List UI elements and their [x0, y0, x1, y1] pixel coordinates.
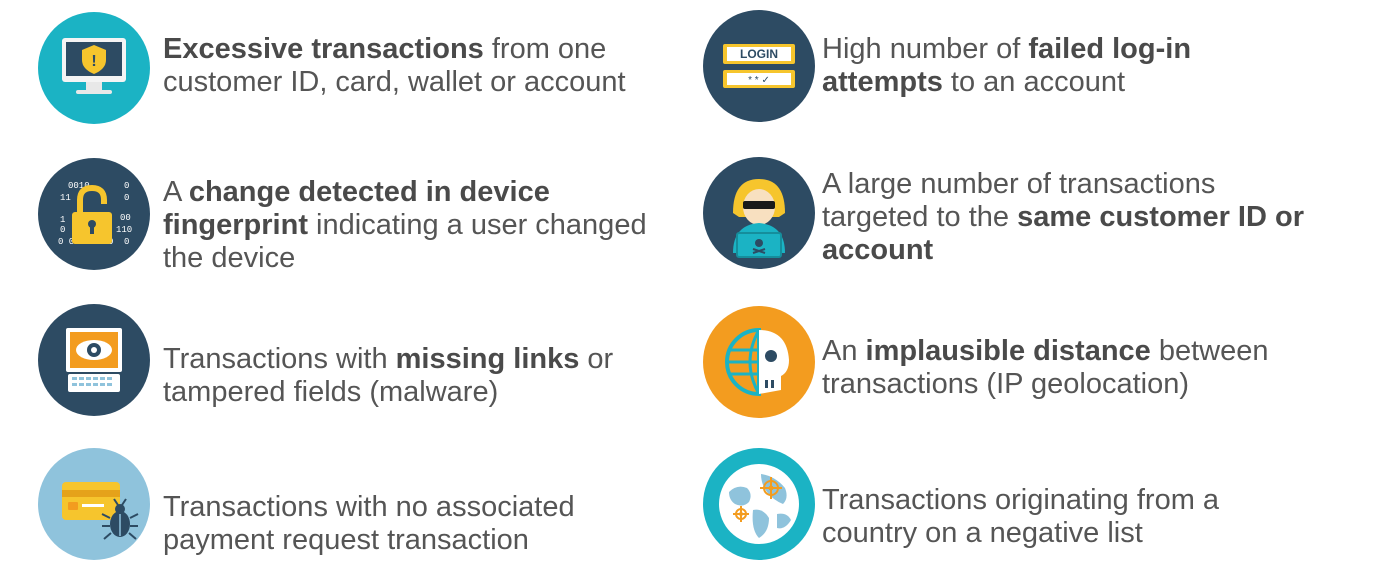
- text-line: customer ID, card, wallet or account: [163, 66, 626, 98]
- text-line: Transactions with no associated: [163, 491, 575, 523]
- text-line: attempts to an account: [822, 66, 1126, 98]
- login-form-icon: LOGIN * * ✓: [703, 10, 815, 122]
- text-line: An implausible distance between: [822, 335, 1269, 367]
- text-line: country on a negative list: [822, 517, 1143, 549]
- text-line: tampered fields (malware): [163, 376, 499, 408]
- binary-text: 0 000: [58, 237, 85, 247]
- binary-text: 00: [120, 213, 131, 223]
- binary-text: 110: [116, 225, 132, 235]
- password-mask: * * ✓: [748, 75, 770, 86]
- card-bug-icon: [38, 448, 150, 560]
- binary-text: 0: [60, 225, 65, 235]
- globe-skull-icon: [703, 306, 815, 418]
- item-text: A large number of transactions targeted …: [822, 168, 1304, 267]
- item-text: A change detected in device fingerprint …: [163, 176, 647, 275]
- text-line: Transactions originating from a: [822, 484, 1220, 516]
- world-map-target-icon: [703, 448, 815, 560]
- login-label: LOGIN: [740, 47, 778, 61]
- text-line: Excessive transactions from one: [163, 33, 607, 65]
- text-line: High number of failed log-in: [822, 33, 1192, 65]
- item-text: Excessive transactions from one customer…: [163, 33, 626, 99]
- binary-text: 11: [60, 193, 71, 203]
- binary-text: 0: [124, 237, 129, 247]
- item-text: Transactions with missing links or tampe…: [163, 343, 613, 409]
- item-text: An implausible distance between transact…: [822, 335, 1269, 401]
- item-text: Transactions originating from a country …: [822, 484, 1219, 550]
- text-line: transactions (IP geolocation): [822, 368, 1190, 400]
- binary-text: 1: [60, 215, 65, 225]
- text-line: Transactions with missing links or: [163, 343, 614, 375]
- laptop-eye-icon: [38, 304, 150, 416]
- hacker-icon: [703, 157, 815, 269]
- monitor-shield-icon: !: [38, 12, 150, 124]
- item-text: Transactions with no associated payment …: [163, 491, 575, 557]
- binary-text: 0: [124, 181, 129, 191]
- text-line: the device: [163, 242, 296, 274]
- item-text: High number of failed log-in attempts to…: [822, 33, 1191, 99]
- binary-text: 0: [124, 193, 129, 203]
- text-line: A large number of transactions: [822, 168, 1216, 200]
- svg-text:!: !: [91, 53, 96, 70]
- binary-text: 0010: [68, 181, 90, 191]
- text-line: targeted to the same customer ID or: [822, 201, 1304, 233]
- text-line: payment request transaction: [163, 524, 529, 556]
- padlock-binary-icon: 0010 0 11 0 00 0 1 110 0 000 0 0: [38, 158, 150, 270]
- text-line: account: [822, 234, 934, 266]
- text-line: A change detected in device: [163, 176, 550, 208]
- text-line: fingerprint indicating a user changed: [163, 209, 647, 241]
